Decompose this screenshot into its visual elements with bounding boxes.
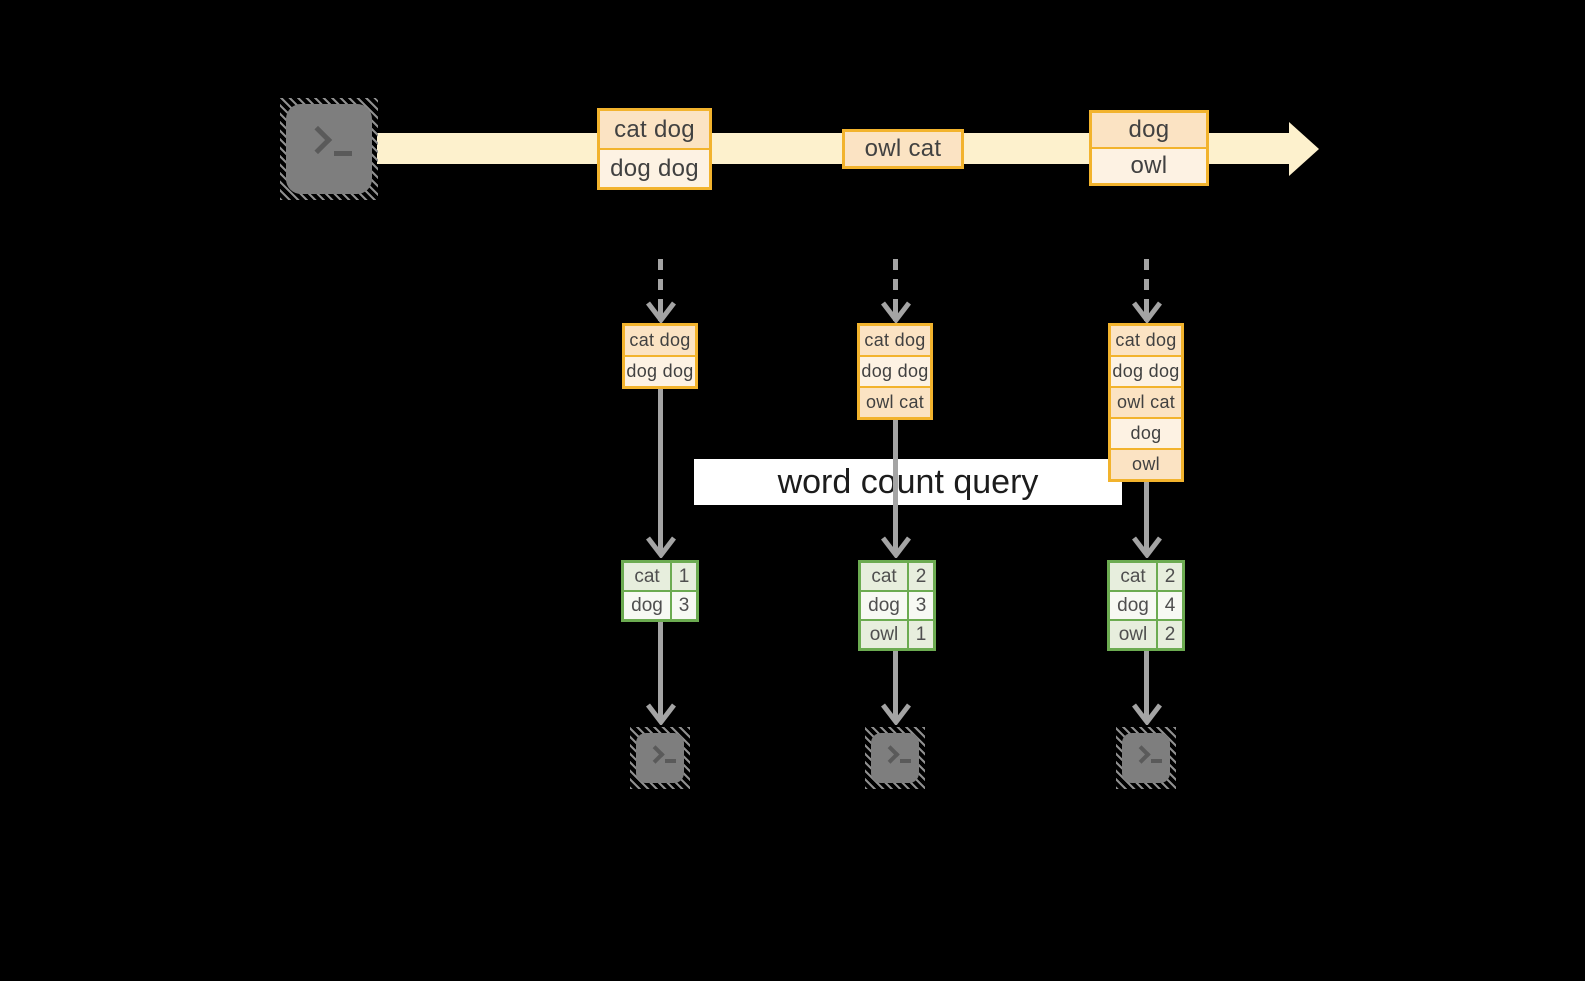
state-row: owl <box>1111 448 1181 479</box>
arrowhead-icon <box>646 536 676 558</box>
event-line: cat dog <box>600 111 709 148</box>
source-terminal-icon <box>280 98 378 200</box>
terminal-screen <box>1122 733 1170 783</box>
arrowhead-icon <box>1132 301 1162 323</box>
stream-event-box-3: dog owl <box>1089 110 1209 186</box>
count-cell: 1 <box>909 621 933 648</box>
query-label: word count query <box>777 462 1039 501</box>
word-cell: owl <box>861 621 909 648</box>
word-cell: cat <box>624 563 672 590</box>
count-row: dog 4 <box>1110 590 1182 619</box>
chevron-prompt-glyph <box>881 745 900 764</box>
word-cell: dog <box>1110 592 1158 619</box>
count-table-1: cat 1 dog 3 <box>621 560 699 622</box>
underscore-cursor-glyph <box>665 759 676 763</box>
output-arrow <box>658 622 663 721</box>
count-cell: 2 <box>1158 563 1182 590</box>
state-box-1: cat dog dog dog <box>622 323 698 389</box>
terminal-screen <box>286 104 372 194</box>
word-cell: owl <box>1110 621 1158 648</box>
word-cell: cat <box>861 563 909 590</box>
state-row: dog dog <box>1111 355 1181 386</box>
count-cell: 3 <box>909 592 933 619</box>
event-line: owl cat <box>845 132 961 166</box>
underscore-cursor-glyph <box>334 151 352 156</box>
dashed-arrow <box>658 259 663 299</box>
arrowhead-icon <box>881 301 911 323</box>
state-row: cat dog <box>625 326 695 355</box>
arrowhead-icon <box>1132 703 1162 725</box>
query-arrow <box>1144 482 1149 553</box>
count-cell: 2 <box>1158 621 1182 648</box>
stream-arrowhead-icon <box>1289 122 1319 176</box>
state-row: owl cat <box>860 386 930 417</box>
state-row: cat dog <box>860 326 930 355</box>
stream-event-box-2: owl cat <box>842 129 964 169</box>
output-arrow <box>893 651 898 721</box>
state-box-3: cat dog dog dog owl cat dog owl <box>1108 323 1184 482</box>
count-cell: 2 <box>909 563 933 590</box>
arrowhead-icon <box>881 536 911 558</box>
event-line: dog <box>1092 113 1206 147</box>
event-line: dog dog <box>600 148 709 187</box>
state-row: dog <box>1111 417 1181 448</box>
stream-event-box-1: cat dog dog dog <box>597 108 712 190</box>
chevron-prompt-glyph <box>303 125 333 155</box>
chevron-prompt-glyph <box>1132 745 1151 764</box>
arrowhead-icon <box>646 301 676 323</box>
word-cell: dog <box>624 592 672 619</box>
sink-terminal-icon-1 <box>630 727 690 789</box>
count-cell: 1 <box>672 563 696 590</box>
count-row: cat 2 <box>861 563 933 590</box>
count-row: owl 1 <box>861 619 933 648</box>
terminal-screen <box>871 733 919 783</box>
terminal-screen <box>636 733 684 783</box>
underscore-cursor-glyph <box>900 759 911 763</box>
dashed-arrow <box>1144 259 1149 299</box>
count-row: dog 3 <box>624 590 696 619</box>
dashed-arrow-shaft <box>658 299 663 321</box>
output-arrow <box>1144 651 1149 721</box>
count-row: dog 3 <box>861 590 933 619</box>
state-row: dog dog <box>625 355 695 386</box>
event-line: owl <box>1092 147 1206 183</box>
count-row: owl 2 <box>1110 619 1182 648</box>
state-row: cat dog <box>1111 326 1181 355</box>
count-table-3: cat 2 dog 4 owl 2 <box>1107 560 1185 651</box>
count-cell: 4 <box>1158 592 1182 619</box>
count-cell: 3 <box>672 592 696 619</box>
sink-terminal-icon-2 <box>865 727 925 789</box>
state-row: dog dog <box>860 355 930 386</box>
sink-terminal-icon-3 <box>1116 727 1176 789</box>
underscore-cursor-glyph <box>1151 759 1162 763</box>
word-cell: dog <box>861 592 909 619</box>
dashed-arrow-shaft <box>1144 299 1149 321</box>
dashed-arrow-shaft <box>893 299 898 321</box>
chevron-prompt-glyph <box>646 745 665 764</box>
state-box-2: cat dog dog dog owl cat <box>857 323 933 420</box>
word-cell: cat <box>1110 563 1158 590</box>
dashed-arrow <box>893 259 898 299</box>
query-arrow <box>893 420 898 553</box>
query-arrow <box>658 389 663 553</box>
count-row: cat 2 <box>1110 563 1182 590</box>
arrowhead-icon <box>881 703 911 725</box>
count-row: cat 1 <box>624 563 696 590</box>
arrowhead-icon <box>1132 536 1162 558</box>
state-row: owl cat <box>1111 386 1181 417</box>
query-label-banner: word count query <box>694 459 1122 505</box>
count-table-2: cat 2 dog 3 owl 1 <box>858 560 936 651</box>
arrowhead-icon <box>646 703 676 725</box>
